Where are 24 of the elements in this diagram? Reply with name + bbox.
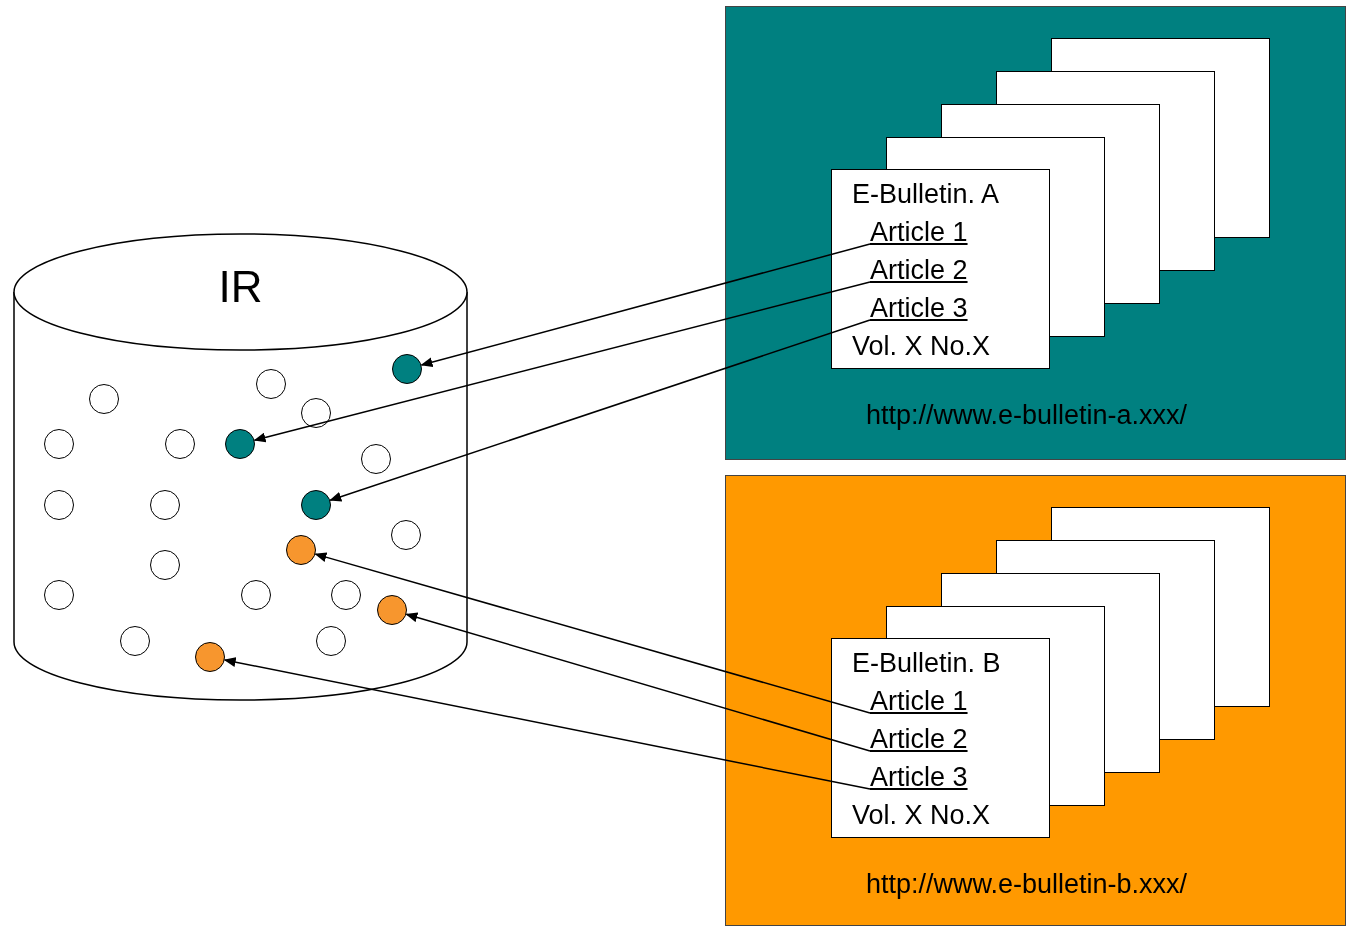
- issue-label: Vol. X No.X: [852, 330, 991, 362]
- cylinder-label: IR: [217, 262, 264, 312]
- bulletin-page: [831, 638, 1050, 838]
- article-link: Article 3: [870, 761, 968, 793]
- url-text: http://www.e-bulletin-b.xxx/: [866, 868, 1188, 900]
- arrow: [314, 552, 871, 714]
- article-link: Article 2: [870, 254, 968, 286]
- site-panel: [725, 475, 1346, 926]
- database-cylinder: [14, 234, 467, 702]
- url-text: http://www.e-bulletin-a.xxx/: [866, 399, 1188, 431]
- arrow: [405, 612, 871, 752]
- bulletin-title: E-Bulletin. B: [852, 647, 1001, 679]
- article-link: Article 3: [870, 292, 968, 324]
- arrow: [329, 319, 871, 502]
- bulletin-page: [831, 169, 1050, 369]
- site-panel: [725, 6, 1346, 460]
- arrow: [253, 281, 871, 443]
- arrow: [420, 243, 871, 368]
- article-link: Article 2: [870, 723, 968, 755]
- issue-label: Vol. X No.X: [852, 799, 991, 831]
- arrow: [223, 657, 871, 790]
- article-link: Article 1: [870, 216, 968, 248]
- bulletin-title: E-Bulletin. A: [852, 178, 1000, 210]
- article-link: Article 1: [870, 685, 968, 717]
